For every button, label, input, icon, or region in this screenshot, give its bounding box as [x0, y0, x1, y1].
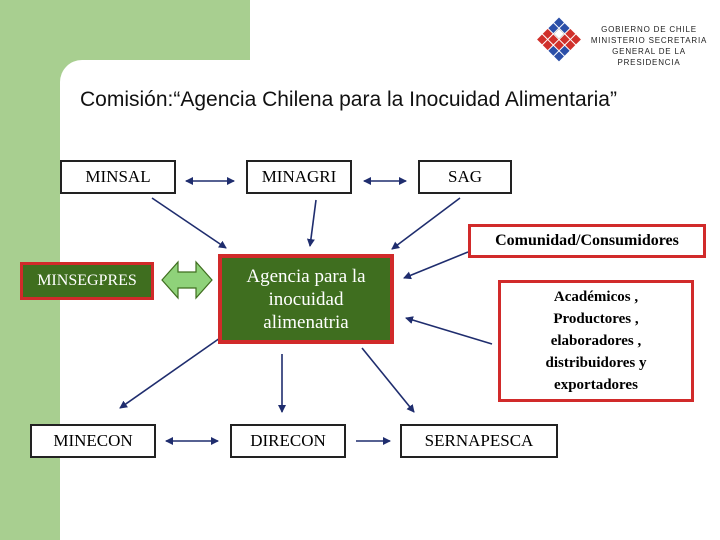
node-minsegpres: MINSEGPRES	[20, 262, 154, 300]
arrow-agencia-minecon	[119, 337, 221, 409]
node-minsal: MINSAL	[60, 160, 176, 194]
government-label: GOBIERNO DE CHILE MINISTERIO SECRETARIA …	[590, 24, 708, 68]
gov-line: MINISTERIO SECRETARIA	[590, 36, 708, 45]
node-sag: SAG	[418, 160, 512, 194]
gov-line: GOBIERNO DE CHILE	[601, 25, 697, 34]
agencia-line: Agencia para la	[246, 265, 366, 287]
academicos-line: Académicos ,	[553, 289, 639, 305]
node-sernapesca: SERNAPESCA	[400, 424, 558, 458]
node-comunidad: Comunidad/Consumidores	[468, 224, 706, 258]
arrow-comunidad-agencia	[403, 251, 469, 280]
arrow-minagri-agencia	[306, 199, 317, 247]
slide-title: Comisión:“Agencia Chilena para la Inocui…	[80, 88, 617, 111]
agencia-line: alimenatria	[263, 311, 349, 333]
node-academicos: Académicos , Productores , elaboradores …	[498, 280, 694, 402]
arrow-minsal-agencia	[151, 197, 227, 249]
arrow-agencia-sernapesca	[361, 347, 415, 413]
arrow-sag-agencia	[391, 197, 461, 250]
node-direcon: DIRECON	[230, 424, 346, 458]
academicos-line: elaboradores ,	[550, 333, 642, 349]
academicos-line: Productores ,	[553, 311, 639, 327]
node-agencia: Agencia para la inocuidad alimenatria	[218, 254, 394, 344]
gov-line: GENERAL DE LA	[612, 47, 686, 56]
agencia-line: inocuidad	[268, 288, 344, 310]
node-minagri: MINAGRI	[246, 160, 352, 194]
government-logo	[537, 17, 581, 62]
academicos-line: exportadores	[554, 377, 638, 393]
gov-line: PRESIDENCIA	[617, 58, 681, 67]
arrow-academicos-agencia	[405, 316, 493, 345]
double-arrow-minsegpres-agencia	[161, 260, 213, 300]
academicos-line: distribuidores y	[545, 355, 647, 371]
node-minecon: MINECON	[30, 424, 156, 458]
